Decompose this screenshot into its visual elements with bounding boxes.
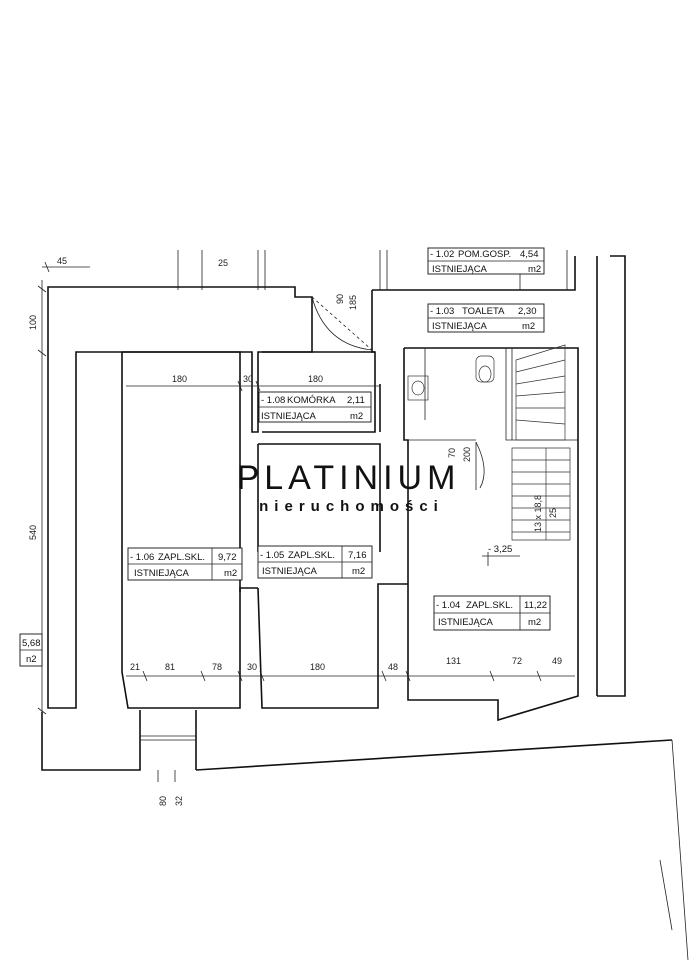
logo-subtitle: nieruchomości — [259, 498, 444, 515]
svg-text:25: 25 — [548, 508, 558, 518]
svg-text:180: 180 — [308, 374, 323, 384]
svg-text:5,68: 5,68 — [22, 638, 41, 649]
watermark-logo: PLATINIUM nieruchomości — [0, 458, 697, 516]
svg-text:m2: m2 — [522, 321, 535, 332]
edge-area-label: 5,68 n2 — [19, 633, 43, 667]
svg-text:78: 78 — [212, 662, 222, 672]
svg-text:185: 185 — [348, 295, 358, 310]
svg-text:100: 100 — [28, 315, 38, 330]
svg-text:ZAPL.SKL.: ZAPL.SKL. — [466, 600, 513, 611]
room-label-1-04: - 1.04 ZAPL.SKL. 11,22 ISTNIEJĄCA m2 — [433, 595, 551, 631]
svg-text:- 1.05: - 1.05 — [260, 550, 284, 561]
room-label-1-06: - 1.06 ZAPL.SKL. 9,72 ISTNIEJĄCA m2 — [127, 547, 243, 581]
svg-text:ISTNIEJĄCA: ISTNIEJĄCA — [432, 321, 488, 332]
svg-text:21: 21 — [130, 662, 140, 672]
svg-text:32: 32 — [174, 796, 184, 806]
svg-text:200: 200 — [462, 447, 472, 462]
svg-text:m2: m2 — [350, 411, 363, 422]
room-label-1-02: - 1.02 POM.GOSP. 4,54 ISTNIEJĄCA m2 — [427, 247, 545, 275]
svg-text:ISTNIEJĄCA: ISTNIEJĄCA — [432, 264, 488, 275]
svg-text:90: 90 — [335, 294, 345, 304]
logo-name: PLATINIUM — [236, 459, 461, 497]
svg-text:- 1.08: - 1.08 — [261, 395, 285, 406]
svg-text:2,30: 2,30 — [518, 306, 537, 317]
svg-text:45: 45 — [57, 256, 67, 266]
svg-text:m2: m2 — [528, 264, 541, 275]
room-label-1-03: - 1.03 TOALETA 2,30 ISTNIEJĄCA m2 — [427, 303, 545, 333]
svg-text:48: 48 — [388, 662, 398, 672]
top-lines — [177, 250, 568, 290]
svg-text:25: 25 — [218, 258, 228, 268]
svg-text:81: 81 — [165, 662, 175, 672]
svg-text:- 1.03: - 1.03 — [430, 306, 454, 317]
svg-text:ISTNIEJĄCA: ISTNIEJĄCA — [261, 411, 317, 422]
svg-text:9,72: 9,72 — [218, 552, 237, 563]
svg-text:ZAPL.SKL.: ZAPL.SKL. — [288, 550, 335, 561]
door-swings — [311, 296, 485, 490]
svg-text:30: 30 — [247, 662, 257, 672]
toilet-fixtures — [407, 355, 495, 401]
svg-text:m2: m2 — [528, 617, 541, 628]
dim-guide-top — [126, 380, 380, 392]
svg-text:ISTNIEJĄCA: ISTNIEJĄCA — [134, 568, 190, 579]
svg-text:80: 80 — [158, 796, 168, 806]
svg-text:- 1.06: - 1.06 — [130, 552, 154, 563]
svg-text:TOALETA: TOALETA — [462, 306, 505, 317]
svg-text:- 3,25: - 3,25 — [488, 544, 512, 555]
interior-walls — [121, 347, 579, 722]
scan-edge — [671, 739, 689, 960]
svg-text:ZAPL.SKL.: ZAPL.SKL. — [158, 552, 205, 563]
svg-text:KOMÓRKA: KOMÓRKA — [287, 395, 336, 406]
svg-text:ISTNIEJĄCA: ISTNIEJĄCA — [438, 617, 494, 628]
svg-text:n2: n2 — [26, 654, 37, 665]
svg-text:131: 131 — [446, 656, 461, 666]
svg-text:13 x 18,8: 13 x 18,8 — [533, 495, 543, 532]
svg-text:- 1.04: - 1.04 — [436, 600, 460, 611]
room-label-1-05: - 1.05 ZAPL.SKL. 7,16 ISTNIEJĄCA m2 — [257, 545, 373, 579]
room-label-1-08: - 1.08 KOMÓRKA 2,11 ISTNIEJĄCA m2 — [258, 391, 372, 423]
svg-text:m2: m2 — [224, 568, 237, 579]
svg-text:180: 180 — [172, 374, 187, 384]
dim-guide-bottom — [126, 670, 575, 782]
dimension-labels: 45 25 100 540 90 185 180 30 180 70 200 1… — [28, 256, 562, 806]
svg-text:30: 30 — [243, 374, 253, 384]
svg-text:ISTNIEJĄCA: ISTNIEJĄCA — [262, 566, 318, 577]
scan-edge-2 — [659, 859, 673, 931]
svg-text:2,11: 2,11 — [347, 395, 365, 406]
svg-text:180: 180 — [310, 662, 325, 672]
svg-text:7,16: 7,16 — [348, 550, 367, 561]
svg-text:11,22: 11,22 — [524, 600, 547, 611]
level-marker — [482, 552, 520, 566]
svg-text:4,54: 4,54 — [520, 249, 539, 260]
svg-text:70: 70 — [447, 448, 457, 458]
stairs — [511, 344, 571, 541]
svg-text:49: 49 — [552, 656, 562, 666]
svg-text:m2: m2 — [352, 566, 365, 577]
svg-text:72: 72 — [512, 656, 522, 666]
svg-text:- 1.02: - 1.02 — [430, 249, 454, 260]
svg-text:540: 540 — [28, 525, 38, 540]
svg-text:POM.GOSP.: POM.GOSP. — [458, 249, 511, 260]
